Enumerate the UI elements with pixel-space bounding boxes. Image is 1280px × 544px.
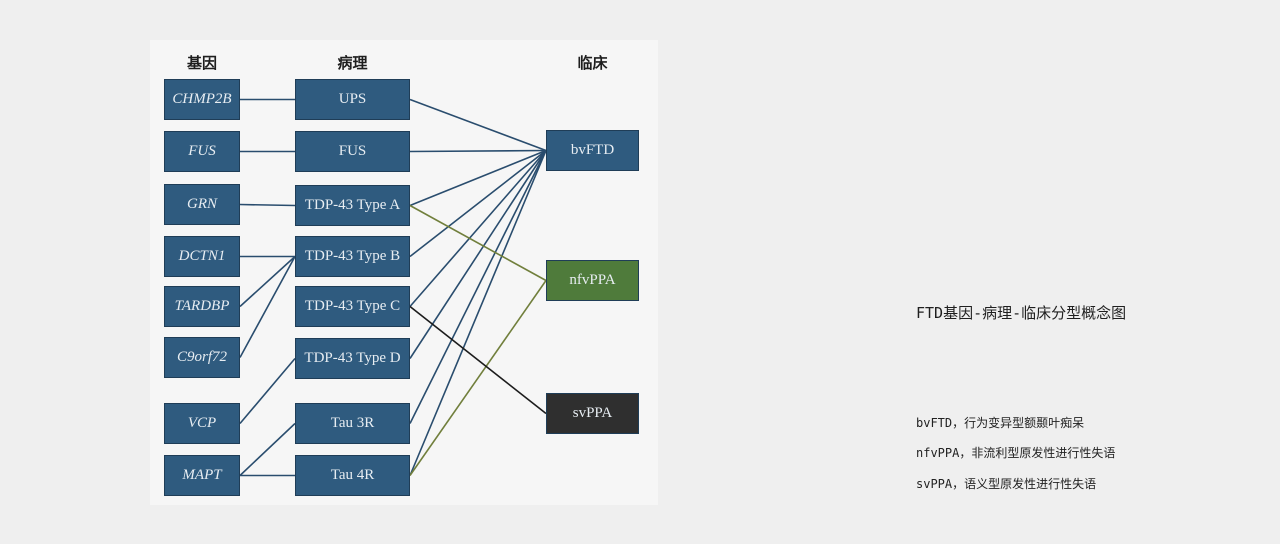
gene-pathology-link: [239, 256, 296, 358]
gene-box-grn: GRN: [164, 184, 240, 225]
pathology-box-fus: FUS: [295, 131, 410, 172]
gene-box-tardbp: TARDBP: [164, 286, 240, 327]
clinical-column-header: 临床: [577, 54, 608, 72]
gene-pathology-link: [239, 357, 296, 425]
legend-item-svppa: svPPA，语义型原发性进行性失语: [916, 477, 1097, 491]
pathology-box-tdp43-type-c: TDP-43 Type C: [295, 286, 410, 327]
clinical-box-nfvppa: nfvPPA: [546, 260, 639, 301]
gene-box-fus: FUS: [164, 131, 240, 172]
pathology-box-tdp43-type-d: TDP-43 Type D: [295, 338, 410, 379]
gene-pathology-link: [239, 255, 296, 308]
pathology-clinical-link: [409, 149, 547, 258]
pathology-column-header: 病理: [337, 54, 368, 72]
gene-box-vcp: VCP: [164, 403, 240, 444]
pathology-clinical-link: [409, 204, 547, 282]
pathology-clinical-link: [409, 150, 547, 359]
pathology-clinical-link: [409, 98, 547, 152]
clinical-box-svppa: svPPA: [546, 393, 639, 434]
pathology-box-tdp43-type-a: TDP-43 Type A: [295, 185, 410, 226]
pathology-clinical-link: [409, 150, 547, 424]
pathology-clinical-link: [409, 280, 547, 476]
pathology-clinical-link: [409, 149, 547, 308]
clinical-box-bvftd: bvFTD: [546, 130, 639, 171]
pathology-box-ups: UPS: [295, 79, 410, 120]
diagram-title: FTD基因-病理-临床分型概念图: [916, 304, 1127, 322]
pathology-box-tau-4r: Tau 4R: [295, 455, 410, 496]
gene-box-mapt: MAPT: [164, 455, 240, 496]
gene-box-c9orf72: C9orf72: [164, 337, 240, 378]
gene-pathology-link: [239, 422, 296, 477]
gene-column-header: 基因: [186, 54, 217, 72]
legend-item-bvftd: bvFTD，行为变异型额颞叶痴呆: [916, 416, 1085, 430]
pathology-box-tdp43-type-b: TDP-43 Type B: [295, 236, 410, 277]
pathology-clinical-link: [409, 149, 547, 153]
pathology-clinical-link: [409, 305, 547, 415]
gene-pathology-link: [239, 203, 296, 207]
gene-box-chmp2b: CHMP2B: [164, 79, 240, 120]
pathology-box-tau-3r: Tau 3R: [295, 403, 410, 444]
gene-box-dctn1: DCTN1: [164, 236, 240, 277]
pathology-clinical-link: [409, 150, 547, 476]
legend-item-nfvppa: nfvPPA，非流利型原发性进行性失语: [916, 446, 1116, 460]
pathology-clinical-link: [409, 149, 547, 207]
